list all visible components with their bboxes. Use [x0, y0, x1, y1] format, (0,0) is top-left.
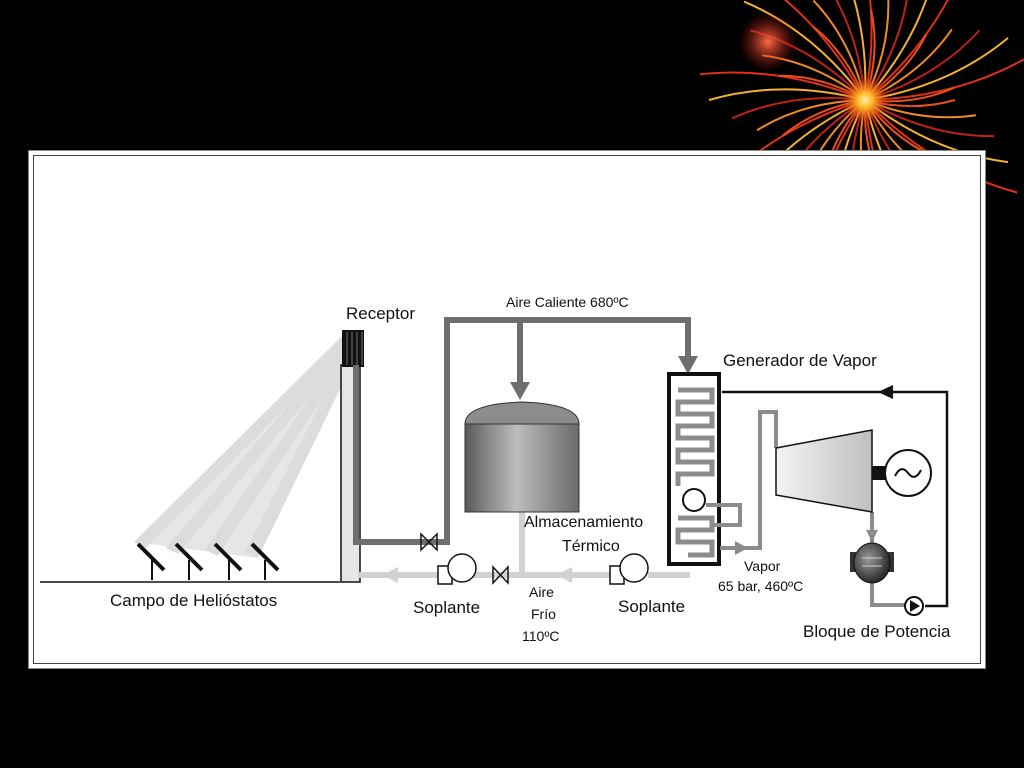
storage-tank: [464, 401, 580, 513]
heliostat-icon: [136, 542, 166, 580]
valve-icon: [492, 565, 509, 585]
condenser: [850, 542, 894, 584]
turbine: [775, 429, 873, 513]
generator-tilde-icon: [884, 449, 932, 497]
pump-icon: [609, 553, 649, 585]
arrow-cold-left: [382, 567, 398, 583]
label-110: 110ºC: [522, 628, 560, 644]
receptor-block: [342, 330, 364, 367]
heliostat-icon: [250, 542, 280, 580]
pump-icon: [904, 596, 924, 616]
label-generador: Generador de Vapor: [723, 351, 877, 370]
label-vapor-cond: 65 bar, 460ºC: [718, 578, 803, 594]
light-beams: [134, 334, 358, 558]
pump-icon: [437, 553, 477, 585]
arrow-to-generator: [678, 356, 698, 374]
label-aire-caliente: Aire Caliente 680ºC: [506, 294, 629, 310]
steam-generator: [667, 372, 721, 566]
arrow-return: [878, 385, 893, 399]
heliostat-icon: [174, 542, 204, 580]
label-receptor: Receptor: [346, 304, 415, 323]
label-soplante-2: Soplante: [618, 597, 685, 616]
label-almacenamiento: Almacenamiento: [524, 514, 643, 531]
hot-air-pipes: [353, 317, 691, 545]
arrow-steam: [735, 541, 748, 555]
return-loop: [722, 390, 949, 608]
label-soplante-1: Soplante: [413, 598, 480, 617]
label-campo: Campo de Helióstatos: [110, 591, 277, 610]
label-bloque: Bloque de Potencia: [803, 622, 951, 641]
label-frio: Frío: [531, 606, 556, 622]
arrow-condenser: [866, 530, 878, 542]
label-vapor: Vapor: [744, 558, 781, 574]
heliostat-field: [136, 542, 280, 580]
valve-icon: [420, 532, 438, 552]
arrow-cold-mid: [556, 567, 572, 583]
label-termico: Térmico: [562, 538, 620, 555]
heliostat-icon: [213, 542, 243, 580]
arrow-to-tank: [510, 382, 530, 400]
shaft: [872, 466, 886, 480]
label-aire: Aire: [529, 584, 554, 600]
cold-air-pipes: [358, 512, 690, 578]
